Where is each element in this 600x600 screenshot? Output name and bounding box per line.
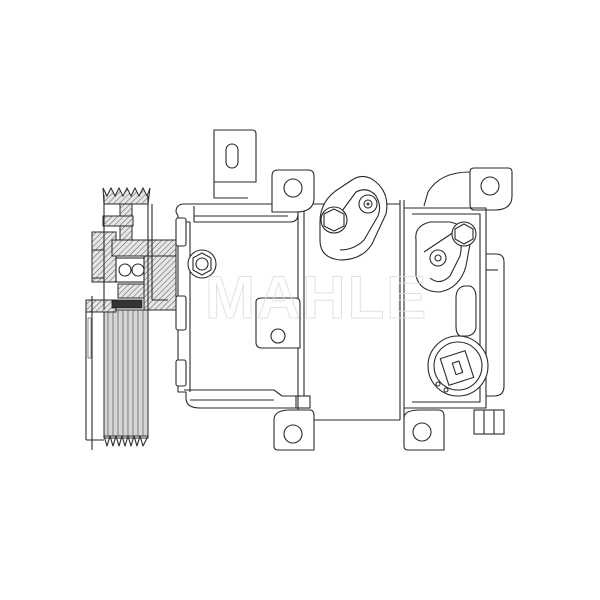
port-fitting-front [319, 175, 388, 261]
rear-head [404, 207, 505, 409]
port-fitting-rear [415, 221, 477, 293]
compressor-body [175, 200, 405, 421]
control-valve-connector [427, 335, 505, 435]
mounting-ears [271, 167, 513, 451]
pulley-clutch-assembly [85, 186, 177, 450]
mounting-bracket-tab [213, 129, 257, 199]
